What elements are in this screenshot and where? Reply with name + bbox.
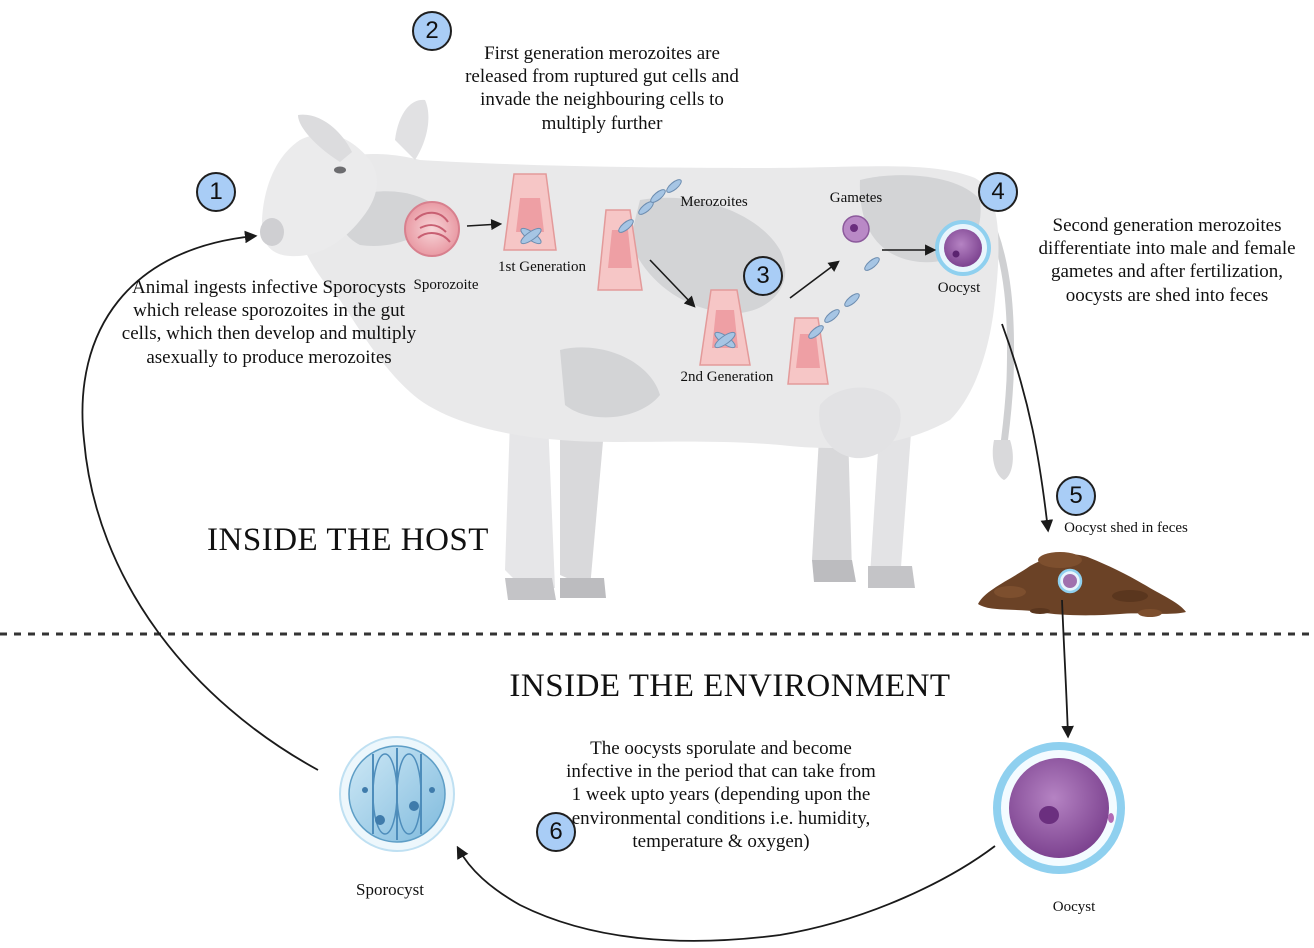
step-5-description: Oocyst shed in feces <box>1060 519 1192 537</box>
oocyst-host-label: Oocyst <box>924 279 994 297</box>
inside-environment-heading: INSIDE THE ENVIRONMENT <box>480 666 980 706</box>
step-1-badge: 1 <box>196 172 236 212</box>
gametes-label: Gametes <box>816 189 896 207</box>
feces-pile <box>978 552 1186 617</box>
gamete-icon <box>843 216 869 242</box>
merozoites-label: Merozoites <box>664 193 764 211</box>
step-4-badge: 4 <box>978 172 1018 212</box>
step-2-badge: 2 <box>412 11 452 51</box>
oocyst-environment-icon <box>997 746 1121 870</box>
step-3-badge: 3 <box>743 256 783 296</box>
first-generation-cell <box>504 174 556 250</box>
step-5-badge: 5 <box>1056 476 1096 516</box>
sporocyst-label: Sporocyst <box>336 880 444 901</box>
second-generation-label: 2nd Generation <box>662 368 792 386</box>
step-4-description: Second generation merozoites differentia… <box>1026 214 1308 307</box>
oocyst-host-icon <box>937 222 989 274</box>
inside-host-heading: INSIDE THE HOST <box>188 520 508 560</box>
sporozoite-cell <box>405 202 459 256</box>
step-2-description: First generation merozoites are released… <box>452 42 752 135</box>
sporozoite-label: Sporozoite <box>396 276 496 294</box>
sporocyst-icon <box>340 737 454 851</box>
oocyst-environment-label: Oocyst <box>1034 898 1114 916</box>
step-1-description: Animal ingests infective Sporocysts whic… <box>113 276 425 369</box>
first-generation-label: 1st Generation <box>480 258 604 276</box>
step-6-description: The oocysts sporulate and become infecti… <box>566 737 876 853</box>
